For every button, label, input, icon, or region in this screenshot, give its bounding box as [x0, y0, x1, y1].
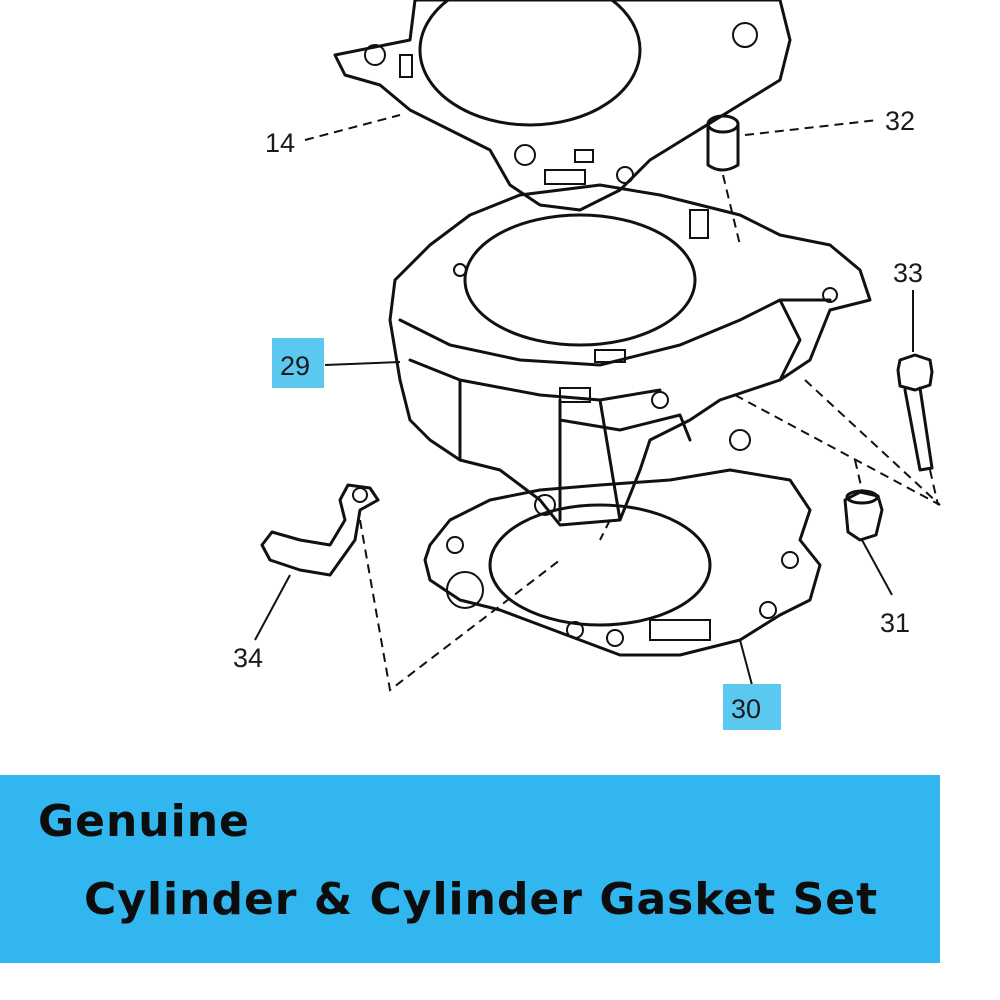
leader-14 — [304, 114, 401, 141]
callout-29: 29 — [280, 351, 310, 381]
leader-32 — [744, 119, 879, 136]
callout-30: 30 — [731, 694, 761, 724]
callout-29-highlight — [272, 338, 324, 388]
nut-part-31 — [843, 489, 893, 596]
callout-31: 31 — [880, 608, 910, 638]
alignment-lines — [599, 379, 941, 541]
base-gasket-part-30 — [423, 468, 822, 686]
head-gasket-part-14 — [333, 0, 792, 212]
product-title-banner — [0, 775, 940, 963]
callout-32: 32 — [885, 106, 915, 136]
banner-line-product-name: Cylinder & Cylinder Gasket Set — [84, 874, 879, 925]
banner-line-genuine: Genuine — [38, 796, 250, 847]
cylinder-part-29 — [388, 183, 872, 527]
leader-29 — [324, 361, 401, 366]
bracket-part-34 — [254, 483, 561, 692]
callout-14: 14 — [265, 128, 295, 158]
callout-34: 34 — [233, 643, 263, 673]
exploded-parts-diagram: 14 32 33 29 31 34 30 — [233, 0, 941, 730]
callout-33: 33 — [893, 258, 923, 288]
dowel-pin-part-32 — [706, 114, 741, 246]
bolt-part-33 — [896, 290, 939, 506]
callout-30-highlight — [723, 684, 781, 730]
